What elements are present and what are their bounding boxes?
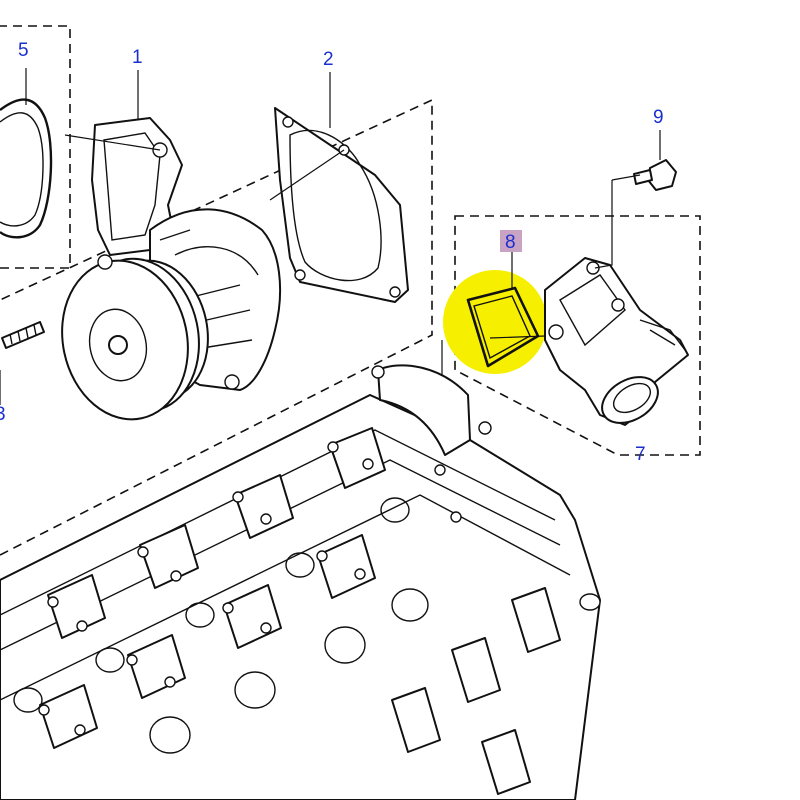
callout-9[interactable]: 9 — [653, 107, 664, 128]
selection-highlight — [443, 270, 547, 374]
callout-3[interactable]: 3 — [0, 404, 6, 425]
stud-bolt-part-3[interactable] — [1, 321, 45, 349]
callout-2[interactable]: 2 — [323, 49, 334, 70]
water-pump-part-1[interactable] — [48, 117, 282, 431]
callout-1[interactable]: 1 — [132, 47, 143, 68]
bearing-caps — [38, 427, 462, 749]
seal-ring-part-5[interactable] — [0, 98, 53, 239]
thermostat-housing-part-7[interactable] — [544, 257, 689, 432]
thermostat-group-box — [454, 215, 701, 456]
exhaust-ports — [391, 587, 601, 795]
cam-bores — [13, 497, 429, 754]
callout-8-selected-bg — [500, 230, 522, 252]
callout-labels: 5 1 2 9 8 3 7 — [0, 40, 664, 465]
pump-gasket-part-2[interactable] — [274, 107, 409, 303]
bolt-part-9[interactable] — [633, 159, 677, 191]
callout-8[interactable]: 8 — [505, 232, 516, 253]
water-pump-group-box — [0, 98, 433, 556]
callout-5[interactable]: 5 — [18, 40, 29, 61]
callout-7[interactable]: 7 — [635, 444, 646, 465]
cylinder-head-assembly — [0, 364, 601, 800]
detail-box-5 — [0, 25, 71, 269]
